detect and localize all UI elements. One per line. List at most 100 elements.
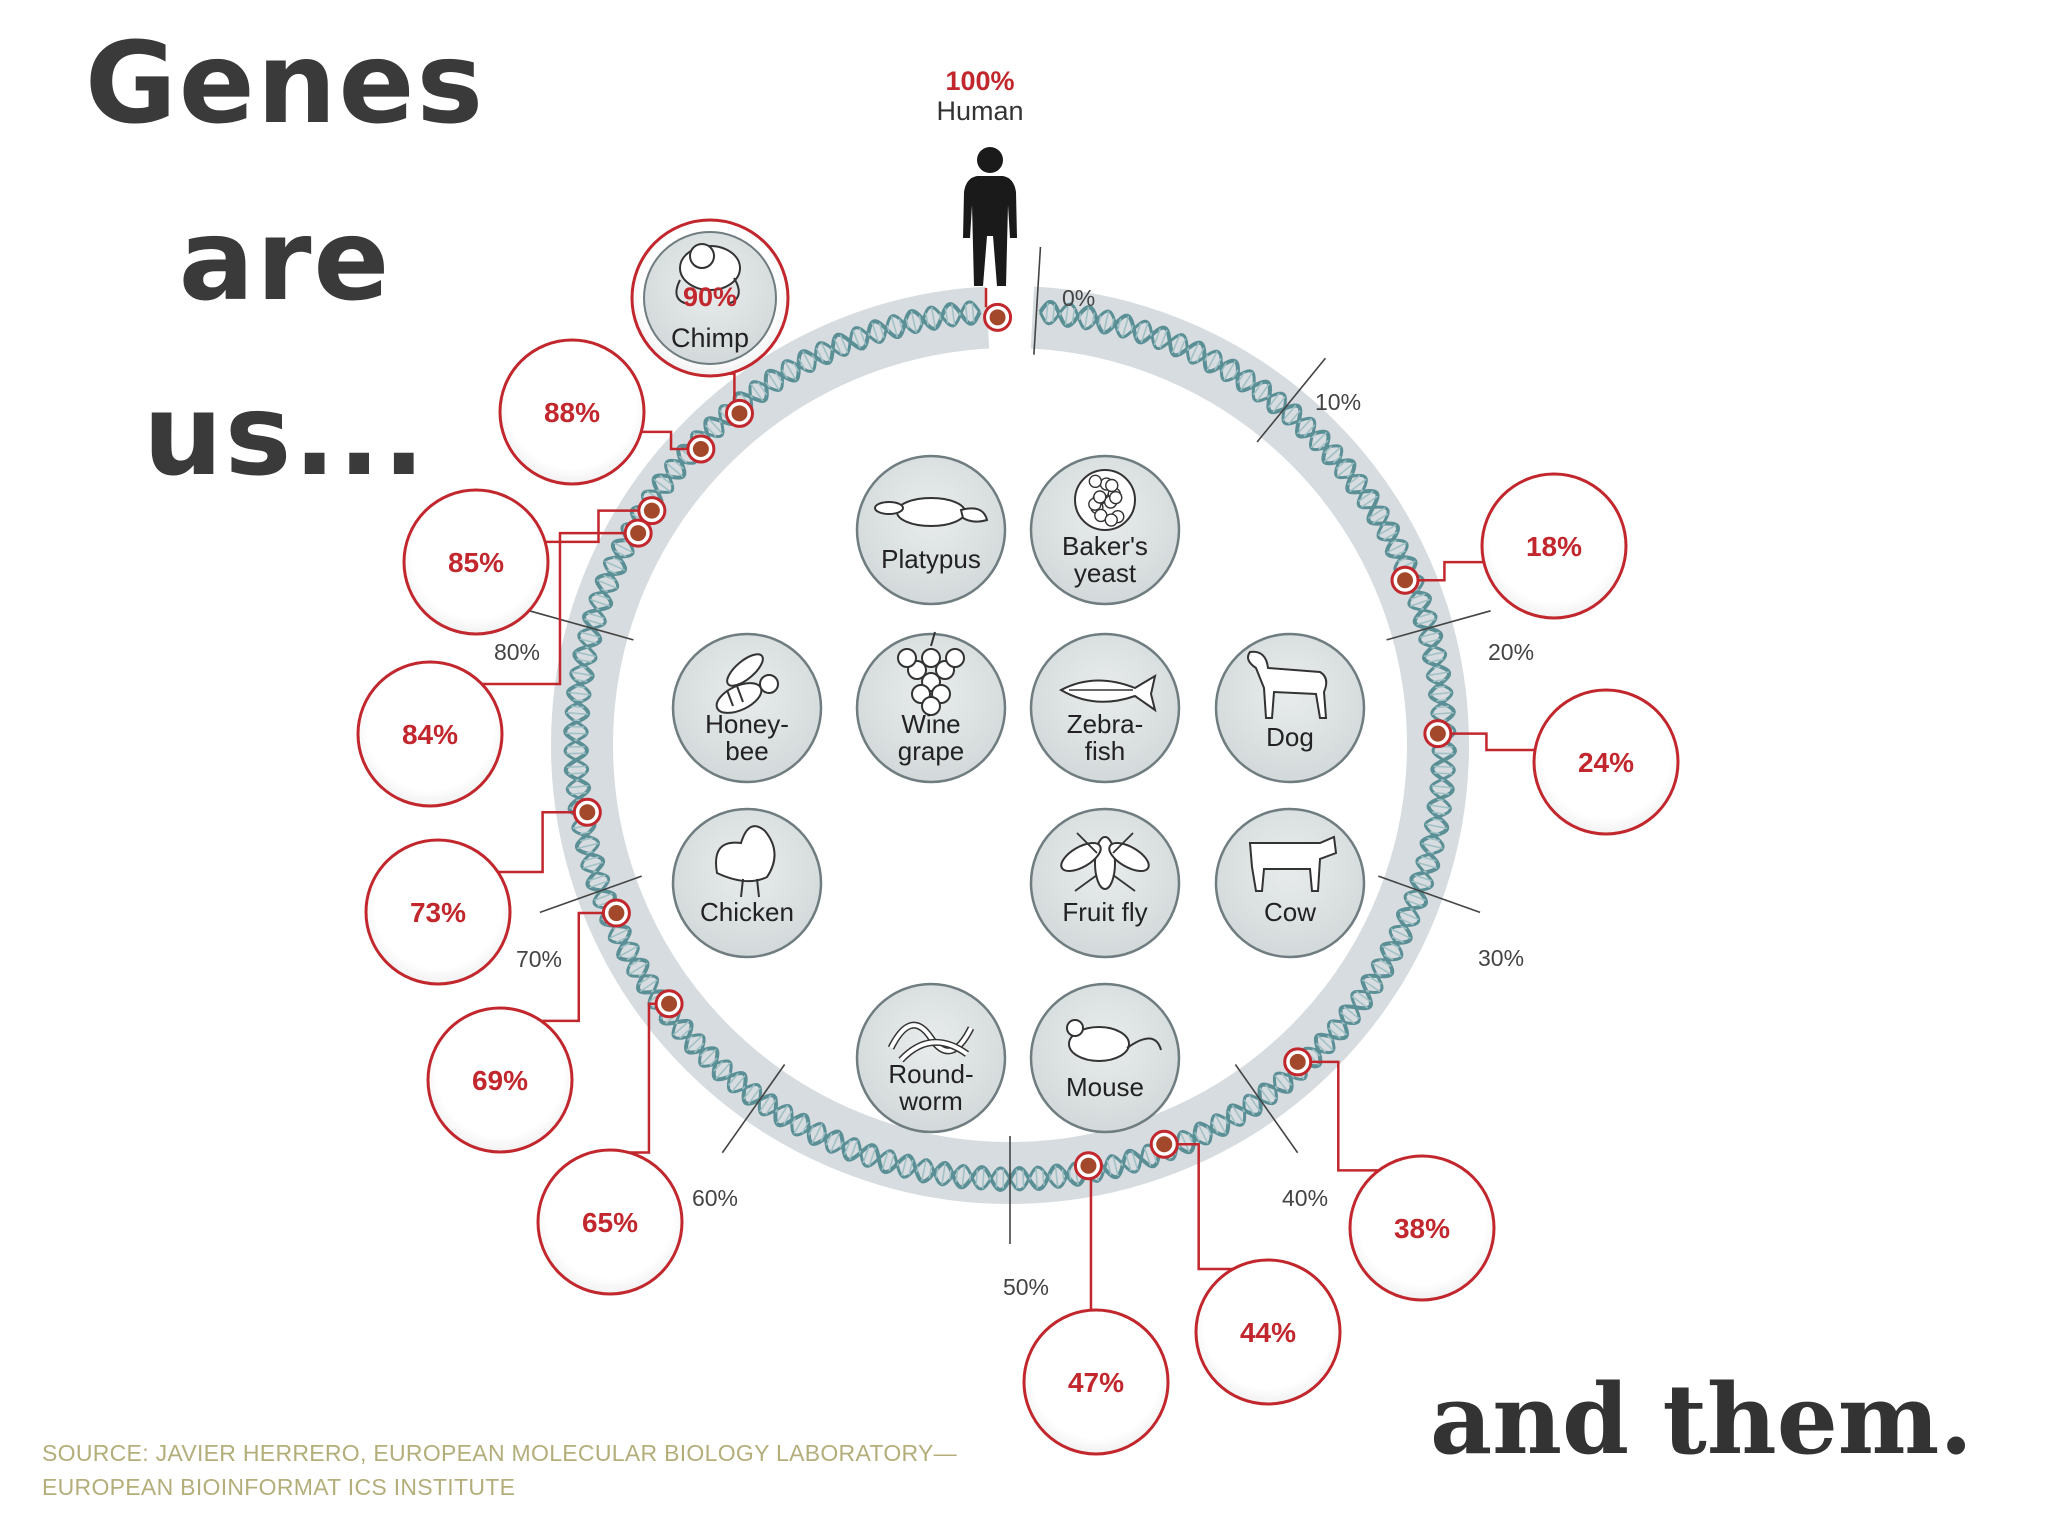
dna-rung	[1272, 396, 1286, 413]
dna-rung	[1427, 671, 1449, 677]
dna-rung	[833, 338, 843, 356]
dna-rung	[995, 1169, 998, 1188]
dna-rung	[678, 455, 688, 464]
percent-value: 84%	[402, 719, 458, 750]
organism-name-line-2: worm	[898, 1086, 963, 1116]
dna-rung	[1362, 979, 1381, 993]
leader-line	[541, 911, 617, 1023]
platypus-icon	[874, 497, 989, 527]
dna-rung	[1423, 870, 1427, 873]
dna-rung	[1318, 439, 1329, 450]
dna-rung	[793, 362, 800, 373]
dna-rung	[981, 1167, 985, 1189]
dna-rung	[898, 318, 904, 332]
dna-rung	[1343, 1006, 1360, 1020]
dna-rung	[1420, 607, 1425, 611]
dna-rung	[964, 304, 969, 323]
dna-rung	[1431, 646, 1435, 649]
dna-rung	[1393, 550, 1406, 558]
dna-rung	[1194, 1131, 1200, 1142]
dna-rung	[1259, 1087, 1272, 1105]
dna-rung	[858, 1150, 862, 1155]
dna-rung	[1204, 354, 1209, 362]
dna-rung	[1282, 404, 1297, 421]
dna-rung	[1349, 478, 1367, 493]
percent-bubble-circle	[536, 1148, 684, 1296]
dna-rung	[1365, 989, 1370, 993]
dna-rung	[896, 1162, 900, 1167]
dna-rung	[586, 850, 593, 854]
dna-rung	[830, 1131, 841, 1153]
dna-rung	[1432, 818, 1443, 822]
percent-value: 69%	[472, 1065, 528, 1096]
dna-rung	[951, 304, 956, 326]
dna-rung	[1409, 907, 1414, 911]
dna-rung	[659, 474, 673, 486]
dna-rung	[1153, 328, 1162, 346]
dna-rung	[1410, 593, 1426, 600]
source-line-2: EUROPEAN BIOINFORMAT ICS INSTITUTE	[42, 1474, 516, 1500]
dna-rung	[791, 1117, 796, 1125]
dna-rung	[585, 646, 589, 649]
dna-rung	[1171, 334, 1181, 354]
percent-bubble: 24%	[1532, 688, 1680, 836]
ring-tick	[1234, 1064, 1299, 1154]
dna-rung	[839, 334, 849, 354]
percent-value: 85%	[448, 547, 504, 578]
dna-rung	[613, 542, 634, 554]
dna-rung	[1427, 837, 1441, 842]
dna-rung	[948, 1169, 952, 1180]
leader-line	[641, 430, 701, 451]
dna-rung	[574, 678, 588, 683]
dna-rung	[1409, 598, 1431, 607]
ring-tick	[539, 875, 642, 914]
dna-rung	[1433, 791, 1450, 795]
dna-rung	[570, 791, 587, 795]
dna-rung	[653, 478, 671, 493]
dna-rung	[1297, 419, 1302, 424]
organism-circle: Chicken	[671, 807, 823, 959]
dna-rung	[1214, 358, 1222, 371]
ring-tick-label: 0%	[1062, 285, 1095, 311]
dna-rung	[1383, 531, 1398, 541]
dna-rung	[620, 942, 630, 949]
dna-rung	[1227, 1110, 1237, 1125]
dna-rung	[1054, 1165, 1059, 1188]
dna-rung	[614, 550, 627, 558]
percent-value: 88%	[544, 397, 600, 428]
dna-rung	[888, 1153, 895, 1172]
ring-tick	[1378, 875, 1481, 914]
dna-rung	[825, 1133, 833, 1146]
percent-value: 73%	[410, 897, 466, 928]
dna-rung	[750, 383, 764, 402]
dna-rung	[811, 354, 816, 362]
leader-line	[1164, 1143, 1234, 1271]
percent-bubble: 18%	[1480, 472, 1628, 620]
dna-rung	[783, 1110, 793, 1125]
dna-rung	[935, 1167, 939, 1178]
dna-rung	[1256, 383, 1270, 402]
leader-line	[1405, 560, 1484, 582]
percent-bubble: 44%	[1194, 1258, 1342, 1406]
dna-rung	[1068, 1169, 1072, 1180]
dna-rung	[1336, 462, 1355, 478]
organism-circle-bg	[855, 454, 1007, 606]
dna-rung	[765, 1099, 777, 1115]
dna-rung	[1416, 861, 1438, 869]
dna-rung	[1377, 524, 1397, 536]
dna-rung	[1197, 1123, 1209, 1144]
dna-rung	[594, 593, 610, 600]
percent-bubble-circle	[426, 1006, 574, 1154]
dna-rung	[1041, 1169, 1045, 1186]
dna-rung	[742, 1085, 746, 1090]
dna-rung	[757, 381, 768, 396]
dna-rung	[1232, 369, 1239, 379]
dna-rung	[1231, 1105, 1245, 1124]
dna-rung	[1346, 472, 1353, 478]
dna-rung	[1097, 315, 1102, 326]
organism-circle: Zebra-fish	[1029, 632, 1181, 784]
dna-rung	[571, 705, 585, 709]
dna-rung	[1407, 892, 1427, 901]
dna-rung	[588, 874, 606, 882]
